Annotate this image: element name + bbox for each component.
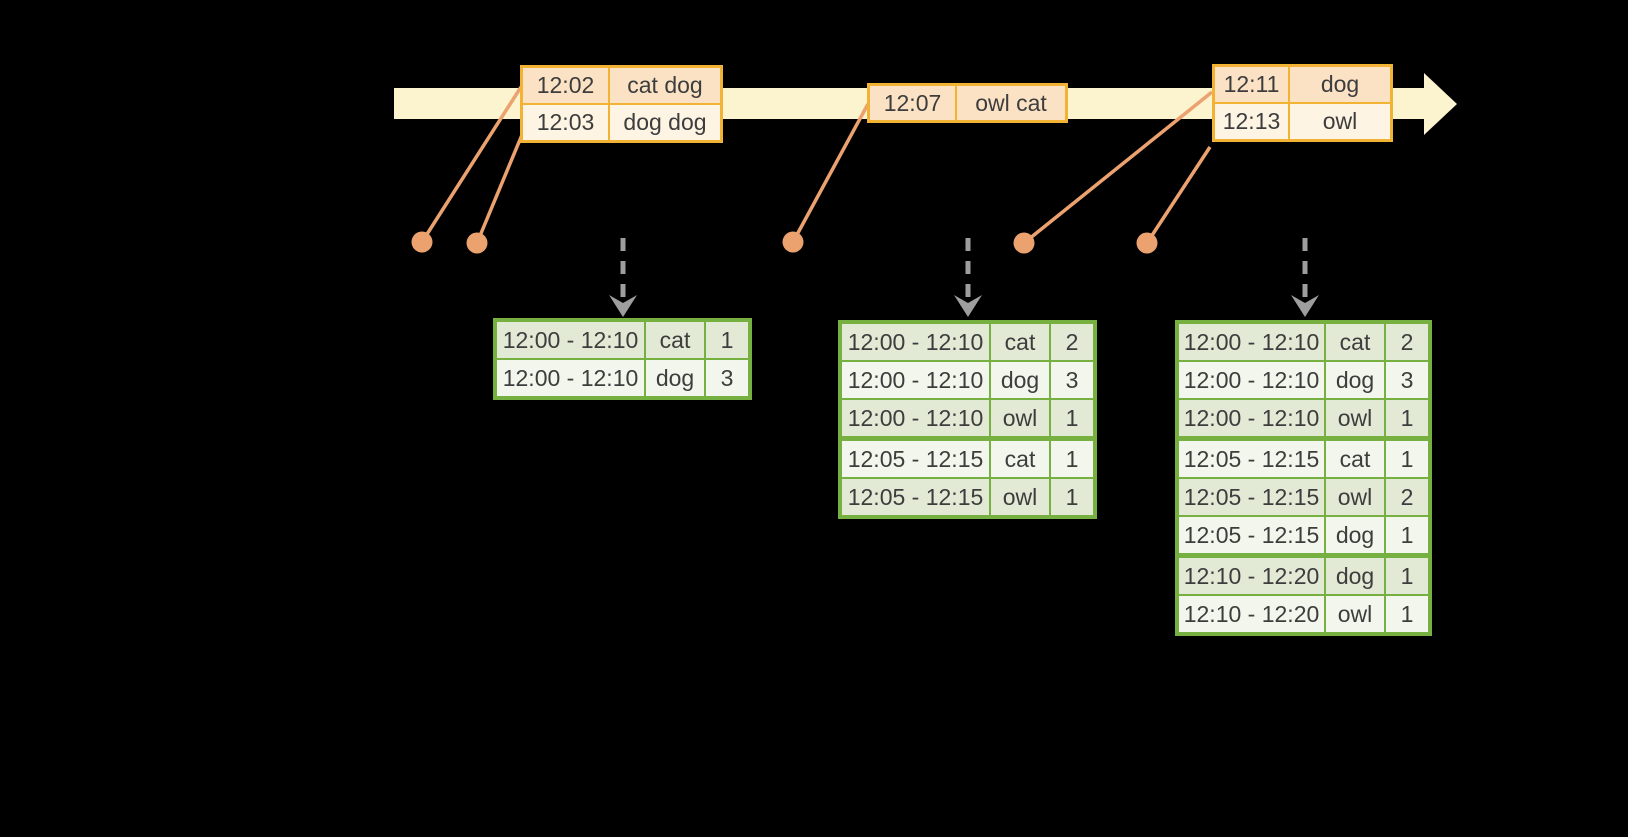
event-row-time-cell: 12:03 (523, 105, 608, 140)
result-row-count-cell: 1 (706, 322, 748, 358)
result-row-word-cell: owl (1326, 400, 1384, 436)
event-row-words-cell: dog dog (610, 105, 720, 140)
result-row-window-cell: 12:05 - 12:15 (1179, 517, 1324, 553)
result-row-word-cell: cat (1326, 324, 1384, 360)
result-row-count-cell: 2 (1386, 324, 1428, 360)
result-row-word-cell: dog (1326, 362, 1384, 398)
result-row-word-cell: cat (991, 324, 1049, 360)
result-row-window-cell: 12:00 - 12:10 (842, 400, 989, 436)
result-row-word-cell: cat (991, 441, 1049, 477)
result-row-count-cell: 3 (1386, 362, 1428, 398)
event-row-words-cell: owl (1290, 104, 1390, 139)
event-connector-line (1022, 90, 1214, 245)
result-row-count-cell: 2 (1386, 479, 1428, 515)
result-row-window-cell: 12:00 - 12:10 (842, 362, 989, 398)
trigger-arrows (609, 238, 1319, 317)
event-row-time-cell: 12:07 (870, 86, 955, 120)
result-row-window-cell: 12:00 - 12:10 (1179, 362, 1324, 398)
event-connector-line (420, 86, 523, 243)
trigger-arrowhead-icon (1291, 295, 1319, 317)
result-row-window-cell: 12:05 - 12:15 (842, 479, 989, 515)
result-row-count-cell: 2 (1051, 324, 1093, 360)
result-row-window-cell: 12:10 - 12:20 (1179, 596, 1324, 632)
result-row-window-cell: 12:00 - 12:10 (842, 324, 989, 360)
event-connector-lines (420, 86, 1214, 245)
result-row-count-cell: 1 (1386, 558, 1428, 594)
result-row-count-cell: 1 (1051, 441, 1093, 477)
event-row-time-cell: 12:11 (1215, 67, 1288, 102)
timeline-arrowhead-icon (1424, 73, 1457, 135)
event-dot (1013, 232, 1035, 254)
result-row-count-cell: 1 (1386, 517, 1428, 553)
event-dot (411, 231, 433, 253)
result-row-count-cell: 1 (1386, 441, 1428, 477)
result-row-word-cell: owl (1326, 596, 1384, 632)
result-row-count-cell: 1 (1386, 596, 1428, 632)
trigger-arrowhead-icon (954, 295, 982, 317)
event-dots (411, 231, 1158, 254)
result-row-window-cell: 12:00 - 12:10 (497, 360, 644, 396)
result-row-window-cell: 12:00 - 12:10 (1179, 400, 1324, 436)
result-row-window-cell: 12:05 - 12:15 (842, 441, 989, 477)
event-connector-line (475, 129, 526, 244)
result-row-word-cell: dog (1326, 558, 1384, 594)
result-row-count-cell: 1 (1386, 400, 1428, 436)
event-row-time-cell: 12:02 (523, 68, 608, 103)
result-row-word-cell: owl (991, 479, 1049, 515)
result-row-word-cell: cat (1326, 441, 1384, 477)
event-dot (1136, 232, 1158, 254)
result-row-window-cell: 12:00 - 12:10 (1179, 324, 1324, 360)
result-row-word-cell: dog (646, 360, 704, 396)
event-connector-line (791, 103, 870, 243)
event-connector-line (1145, 146, 1212, 244)
event-row-words-cell: dog (1290, 67, 1390, 102)
result-row-word-cell: cat (646, 322, 704, 358)
result-row-count-cell: 3 (706, 360, 748, 396)
event-dot (466, 232, 488, 254)
event-row-words-cell: cat dog (610, 68, 720, 103)
result-row-count-cell: 1 (1051, 479, 1093, 515)
result-row-word-cell: owl (1326, 479, 1384, 515)
result-row-word-cell: owl (991, 400, 1049, 436)
result-row-word-cell: dog (1326, 517, 1384, 553)
result-row-window-cell: 12:05 - 12:15 (1179, 479, 1324, 515)
result-row-window-cell: 12:05 - 12:15 (1179, 441, 1324, 477)
result-row-word-cell: dog (991, 362, 1049, 398)
trigger-arrowhead-icon (609, 295, 637, 317)
result-row-window-cell: 12:00 - 12:10 (497, 322, 644, 358)
result-row-window-cell: 12:10 - 12:20 (1179, 558, 1324, 594)
event-row-time-cell: 12:13 (1215, 104, 1288, 139)
event-dot (782, 231, 804, 253)
result-row-count-cell: 1 (1051, 400, 1093, 436)
result-row-count-cell: 3 (1051, 362, 1093, 398)
event-row-words-cell: owl cat (957, 86, 1065, 120)
